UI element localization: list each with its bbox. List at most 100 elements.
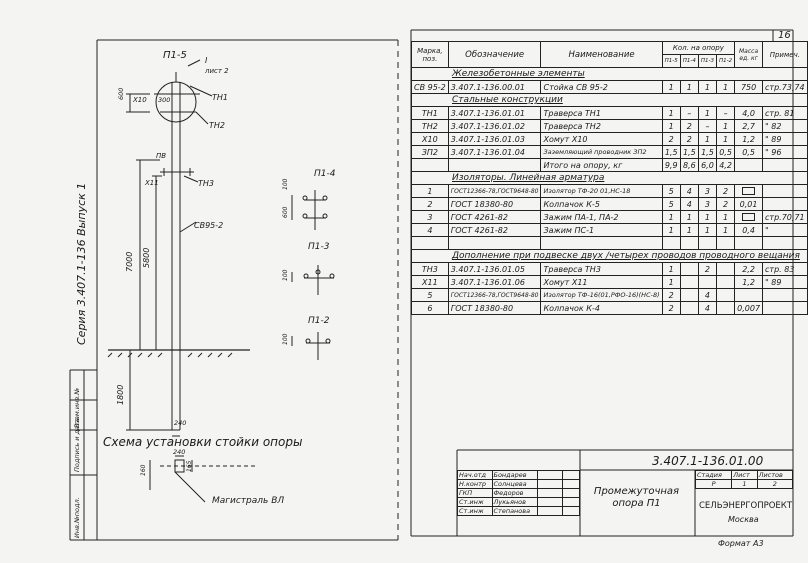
variant-p1-2-dim: 100: [282, 333, 289, 345]
scheme-dim-165: 165: [186, 460, 193, 472]
cell-qty-p1-2: 1: [715, 119, 736, 133]
cell-name: Стойка СВ 95-2: [540, 80, 663, 94]
cell-designation: 3.407.1-136.01.05: [447, 262, 542, 276]
cell-note: [762, 184, 808, 198]
empty-cell: [540, 236, 663, 250]
cell-qty-p1-4: [679, 262, 699, 276]
cell-note: " 96: [762, 145, 808, 159]
cell-qty-p1-5: 1: [661, 80, 681, 94]
cell-note: " 89: [762, 132, 808, 146]
cell-qty-p1-3: 6,0: [697, 158, 718, 172]
dim-pv: ПВ: [156, 152, 167, 160]
table-row: Дополнение при подвеске двух /четырех пр…: [411, 249, 808, 263]
cell-qty-p1-4: [679, 301, 699, 315]
cell-qty-p1-4: –: [679, 106, 699, 120]
cell-note: [762, 301, 808, 315]
cell-name: Итого на опору, кг: [540, 158, 663, 172]
sheet-value: 1: [731, 479, 758, 489]
cell-qty-p1-3: 1: [697, 106, 718, 120]
cell-qty-p1-5: 1: [661, 223, 681, 237]
sheets-value: 2: [756, 479, 794, 489]
section-heading: Изоляторы. Линейная арматура: [411, 171, 808, 185]
cell-mass: 0,007: [734, 301, 764, 315]
section-mark: I: [205, 56, 208, 65]
cell-qty-p1-3: 1: [697, 80, 718, 94]
cell-qty-p1-2: [715, 275, 736, 289]
sheet-title: Промежуточная опора П1: [584, 486, 689, 510]
cell-note: [762, 197, 808, 211]
cell-qty-p1-5: 2: [661, 288, 681, 302]
variant-p1-4: [291, 190, 328, 230]
cell-qty-p1-2: –: [715, 106, 736, 120]
variant-p1-4-label: П1-4: [314, 169, 336, 179]
cell-qty-p1-5: 1,5: [661, 145, 681, 159]
role-cell: Ст.инж: [457, 497, 493, 507]
cell-name: Заземляющий проводник ЗП2: [540, 145, 663, 159]
col-qty-p1-5: П1-5: [661, 54, 681, 68]
dim-240: 240: [174, 419, 187, 427]
cell-name: Траверса ТН3: [540, 262, 663, 276]
cell-note: " 82: [762, 119, 808, 133]
cell-qty-p1-2: 1: [715, 132, 736, 146]
format-label: Формат А3: [718, 539, 764, 548]
cell-mass: [734, 184, 764, 198]
variant-p1-2: [291, 332, 331, 360]
signature-cell: [537, 479, 563, 489]
signature-cell: [537, 506, 563, 516]
cell-mass: 1,2: [734, 132, 764, 146]
date-cell: [562, 506, 580, 516]
cell-name: Хомут Х10: [540, 132, 663, 146]
cell-name: Зажим ПА-1, ПА-2: [540, 210, 663, 224]
cell-note: стр. 81: [762, 106, 808, 120]
date-cell: [562, 488, 580, 498]
section-heading: Железобетонные элементы: [411, 67, 808, 81]
empty-cell: [734, 236, 764, 250]
stage-value: Р: [694, 479, 733, 489]
cell-mark: 6: [411, 301, 449, 315]
col-designation: Обозначение: [447, 41, 542, 68]
cell-designation: 3.407.1-136.01.01: [447, 106, 542, 120]
cell-designation: ГОСТ 4261-82: [447, 210, 542, 224]
installation-scheme: [149, 455, 255, 503]
cell-mark: 3: [411, 210, 449, 224]
variant-p1-3-label: П1-3: [308, 242, 330, 252]
cell-qty-p1-5: 5: [661, 197, 681, 211]
cell-designation: 3.407.1-136.01.04: [447, 145, 542, 159]
cell-qty-p1-2: 0,5: [715, 145, 736, 159]
cell-qty-p1-2: 4,2: [715, 158, 736, 172]
section-heading: Дополнение при подвеске двух /четырех пр…: [411, 249, 808, 263]
cell-mass: 0,5: [734, 145, 764, 159]
inv-orig-label: Инв.№подл.: [73, 497, 81, 538]
role-cell: Н.контр: [457, 479, 493, 489]
date-cell: [562, 497, 580, 507]
sheet-title-text: Промежуточная опора П1: [593, 486, 680, 509]
cell-mark: Х10: [411, 132, 449, 146]
cell-designation: 3.407.1-136.00.01: [447, 80, 542, 94]
cell-mass: 2,2: [734, 262, 764, 276]
cell-mass: [734, 158, 764, 172]
cell-qty-p1-4: 8,6: [679, 158, 699, 172]
cell-qty-p1-4: 1,5: [679, 145, 699, 159]
cell-mass: [734, 288, 764, 302]
sheets-label: Листов: [756, 470, 794, 480]
dim-600: 600: [117, 87, 125, 100]
cell-mass: [734, 210, 764, 224]
dim-1800: 1800: [116, 384, 125, 405]
cell-qty-p1-2: [715, 288, 736, 302]
callout-x11: Х11: [145, 179, 159, 187]
table-row: Железобетонные элементы: [411, 67, 808, 81]
cell-qty-p1-4: 2: [679, 132, 699, 146]
cell-qty-p1-3: –: [697, 119, 718, 133]
stage-label: Стадия: [694, 470, 733, 480]
cell-name: Изолятор ТФ-16(01,РФО-16)(НС-8): [540, 288, 663, 302]
callout-tn2: ТН2: [209, 121, 225, 130]
cell-mass: 0,01: [734, 197, 764, 211]
cell-mark: Х11: [411, 275, 449, 289]
